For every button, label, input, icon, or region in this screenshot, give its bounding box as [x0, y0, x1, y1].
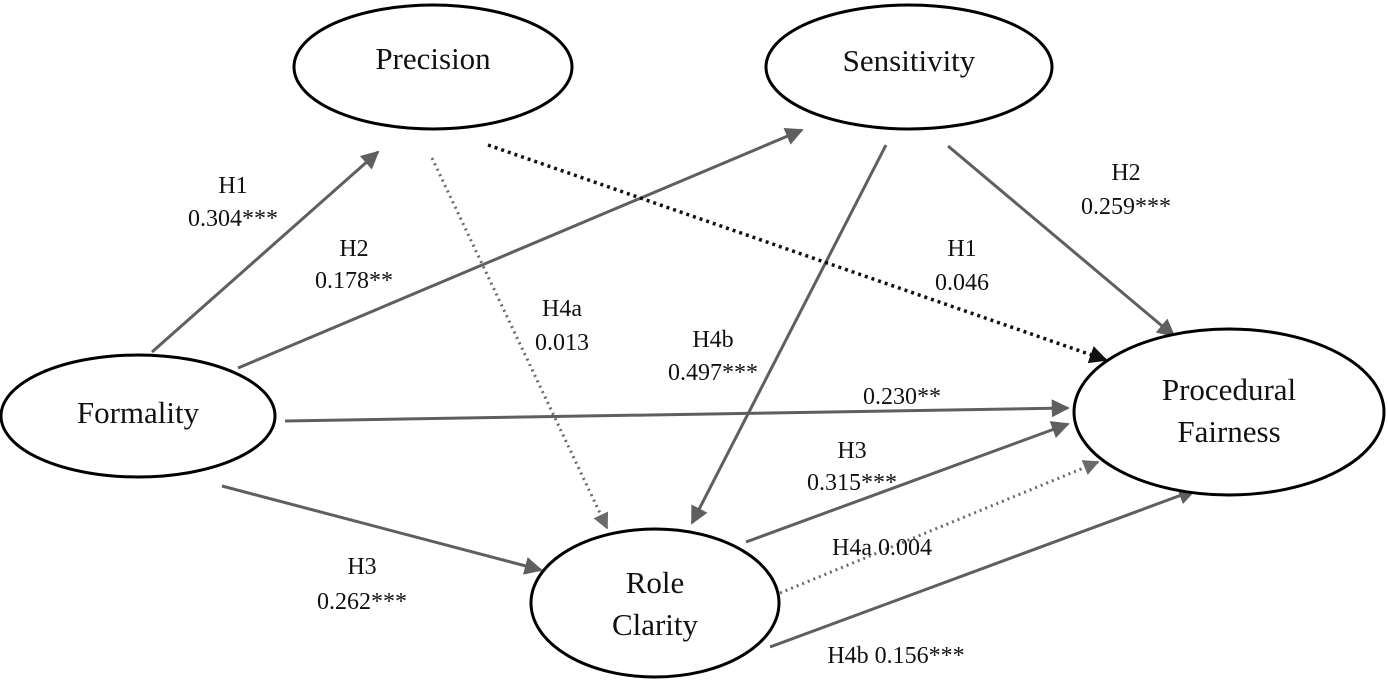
path-sensitivity-fairness [947, 144, 1176, 338]
node-sensitivity-label: Sensitivity [843, 43, 976, 78]
path-roleclarity-fairness [745, 421, 1070, 544]
path-formality-sensitivity [237, 128, 804, 370]
label-role-fairness-coefficient: 0.315*** [807, 470, 897, 496]
node-role-clarity: Role Clarity [529, 527, 781, 679]
path-precision-fairness [487, 143, 1108, 364]
label-formality-precision-hypothesis: H1 [218, 173, 247, 199]
label-formality-precision-coefficient: 0.304*** [188, 206, 278, 232]
label-formality-sensitivity-hypothesis: H2 [339, 236, 368, 262]
label-precision-fairness-coefficient: 0.046 [935, 270, 989, 296]
node-formality-label: Formality [77, 395, 200, 430]
node-procedural-fairness-line1: Procedural [1162, 372, 1296, 407]
node-procedural-fairness-line2: Fairness [1177, 414, 1280, 449]
node-procedural-fairness: Procedural Fairness [1072, 327, 1386, 497]
node-precision: Precision [292, 3, 574, 131]
path-sensitivity-roleclarity [690, 144, 888, 525]
path-formality-fairness [284, 399, 1070, 423]
path-formality-precision [151, 150, 380, 354]
label-formality-role-hypothesis: H3 [347, 554, 376, 580]
label-sensitivity-role-coefficient: 0.497*** [668, 360, 758, 386]
label-h4a-indirect: H4a 0.004 [832, 535, 932, 561]
label-sensitivity-fairness-hypothesis: H2 [1111, 160, 1140, 186]
label-formality-sensitivity-coefficient: 0.178** [315, 268, 393, 294]
label-precision-role-hypothesis: H4a [542, 296, 582, 322]
node-formality: Formality [0, 353, 277, 479]
label-role-fairness-hypothesis: H3 [837, 438, 866, 464]
label-precision-role-coefficient: 0.013 [535, 330, 589, 356]
path-precision-roleclarity [430, 157, 609, 530]
label-formality-role-coefficient: 0.262*** [317, 589, 407, 615]
node-precision-label: Precision [375, 41, 491, 76]
node-role-clarity-line2: Clarity [612, 607, 699, 642]
label-precision-fairness-hypothesis: H1 [947, 236, 976, 262]
label-formality-fairness-coefficient: 0.230** [863, 384, 941, 410]
label-h4b-indirect: H4b 0.156*** [827, 643, 964, 669]
path-formality-roleclarity [221, 484, 543, 575]
node-role-clarity-line1: Role [626, 565, 685, 600]
label-sensitivity-role-hypothesis: H4b [692, 327, 733, 353]
label-sensitivity-fairness-coefficient: 0.259*** [1081, 194, 1171, 220]
path-h4b-indirect [769, 487, 1197, 649]
node-sensitivity: Sensitivity [764, 3, 1054, 131]
